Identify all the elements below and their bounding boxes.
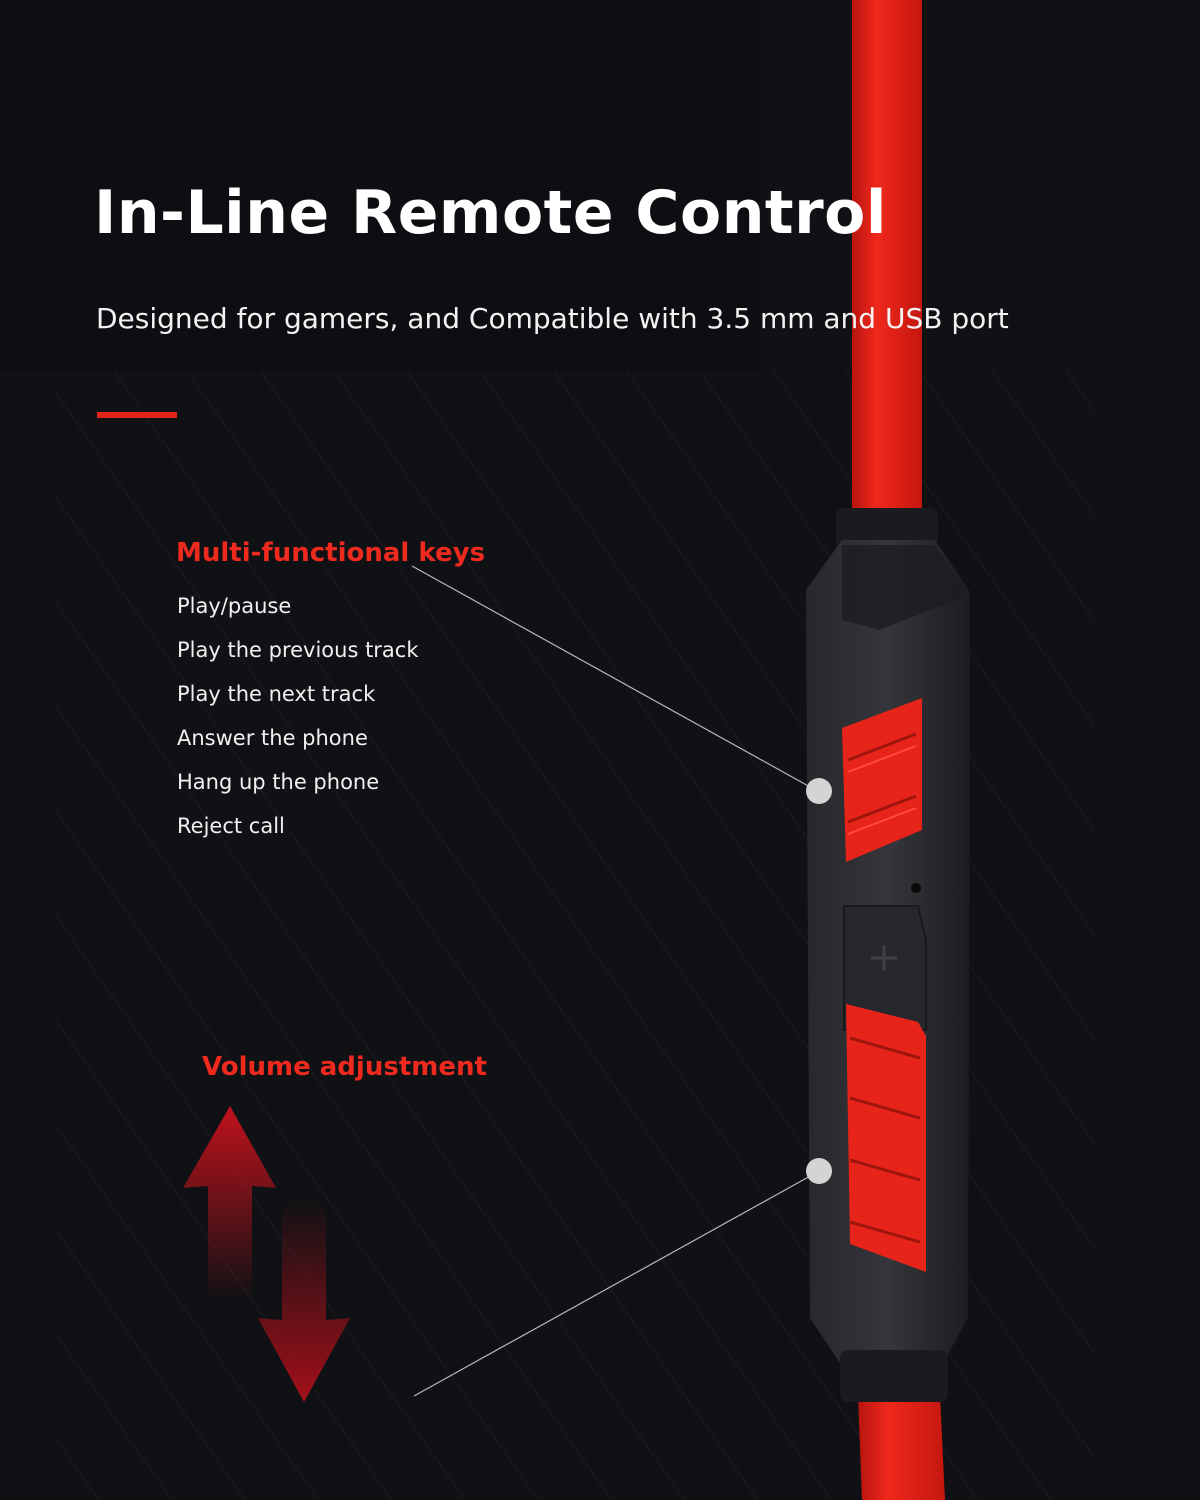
key-function-item: Reject call — [177, 814, 285, 838]
up-down-arrows-icon — [183, 1106, 350, 1402]
key-function-item: Play the previous track — [177, 638, 419, 662]
key-function-item: Play the next track — [177, 682, 376, 706]
multifunction-key-list: Play/pause Play the previous track Play … — [177, 590, 419, 854]
key-function-item: Answer the phone — [177, 726, 368, 750]
page-title: In-Line Remote Control — [94, 178, 887, 248]
page-subtitle: Designed for gamers, and Compatible with… — [96, 302, 1009, 335]
remote-body — [806, 508, 970, 1402]
multifunction-keys-heading: Multi-functional keys — [176, 538, 486, 568]
cable-top — [852, 0, 922, 515]
key-function-item: Play/pause — [177, 594, 292, 618]
key-function-item: Hang up the phone — [177, 770, 380, 794]
cable-bottom — [858, 1395, 945, 1500]
volume-adjustment-heading: Volume adjustment — [202, 1052, 487, 1082]
accent-divider — [97, 412, 177, 418]
